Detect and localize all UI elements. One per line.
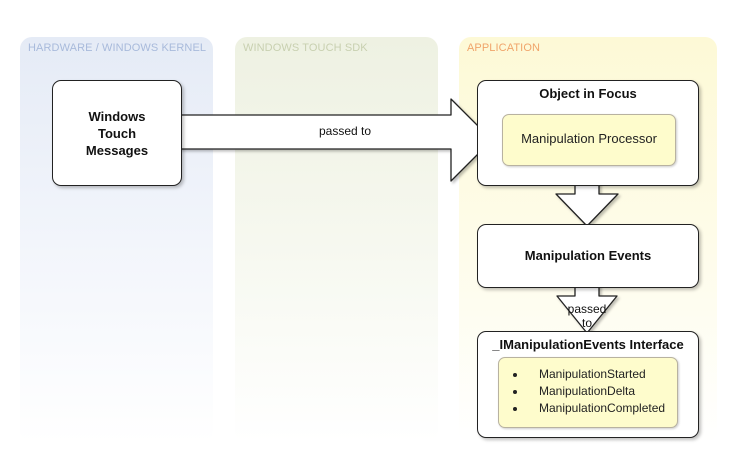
lane-title-application: APPLICATION: [467, 42, 541, 54]
lower-passed-line-2: to: [581, 316, 592, 330]
list-item: ManipulationCompleted: [527, 400, 665, 417]
interface-events-list: ManipulationStarted ManipulationDelta Ma…: [505, 366, 665, 417]
lane-title-hardware: HARDWARE / WINDOWS KERNEL: [28, 42, 207, 54]
manipulation-events-box: Manipulation Events: [477, 224, 699, 288]
list-item: ManipulationDelta: [527, 383, 665, 400]
object-in-focus-title: Object in Focus: [539, 86, 637, 101]
wtm-line-2: Touch: [97, 125, 137, 141]
manipulation-processor-box: Manipulation Processor: [502, 114, 676, 166]
windows-touch-messages-label: Windows Touch Messages: [53, 81, 181, 185]
windows-touch-messages-box: Windows Touch Messages: [52, 80, 182, 186]
list-item: ManipulationStarted: [527, 366, 665, 383]
passed-to-label: passed to: [318, 124, 372, 138]
wtm-line-1: Windows: [88, 108, 146, 124]
focus-to-events-arrow: [555, 181, 619, 227]
interface-events-list-box: ManipulationStarted ManipulationDelta Ma…: [498, 357, 678, 428]
wtm-line-3: Messages: [85, 142, 149, 158]
lower-passed-line-1: passed: [567, 302, 607, 316]
lane-title-sdk: WINDOWS TOUCH SDK: [243, 42, 368, 54]
interface-box: _IManipulationEvents Interface Manipulat…: [477, 331, 699, 438]
manipulation-events-title: Manipulation Events: [524, 248, 652, 263]
object-in-focus-box: Object in Focus Manipulation Processor: [477, 80, 699, 186]
interface-title: _IManipulationEvents Interface: [492, 337, 684, 352]
main-passed-to-arrow: [179, 98, 493, 182]
lower-passed-to-label: passed to: [560, 302, 614, 330]
lane-windows-touch-sdk: WINDOWS TOUCH SDK: [235, 37, 438, 443]
manipulation-processor-label: Manipulation Processor: [521, 131, 657, 146]
